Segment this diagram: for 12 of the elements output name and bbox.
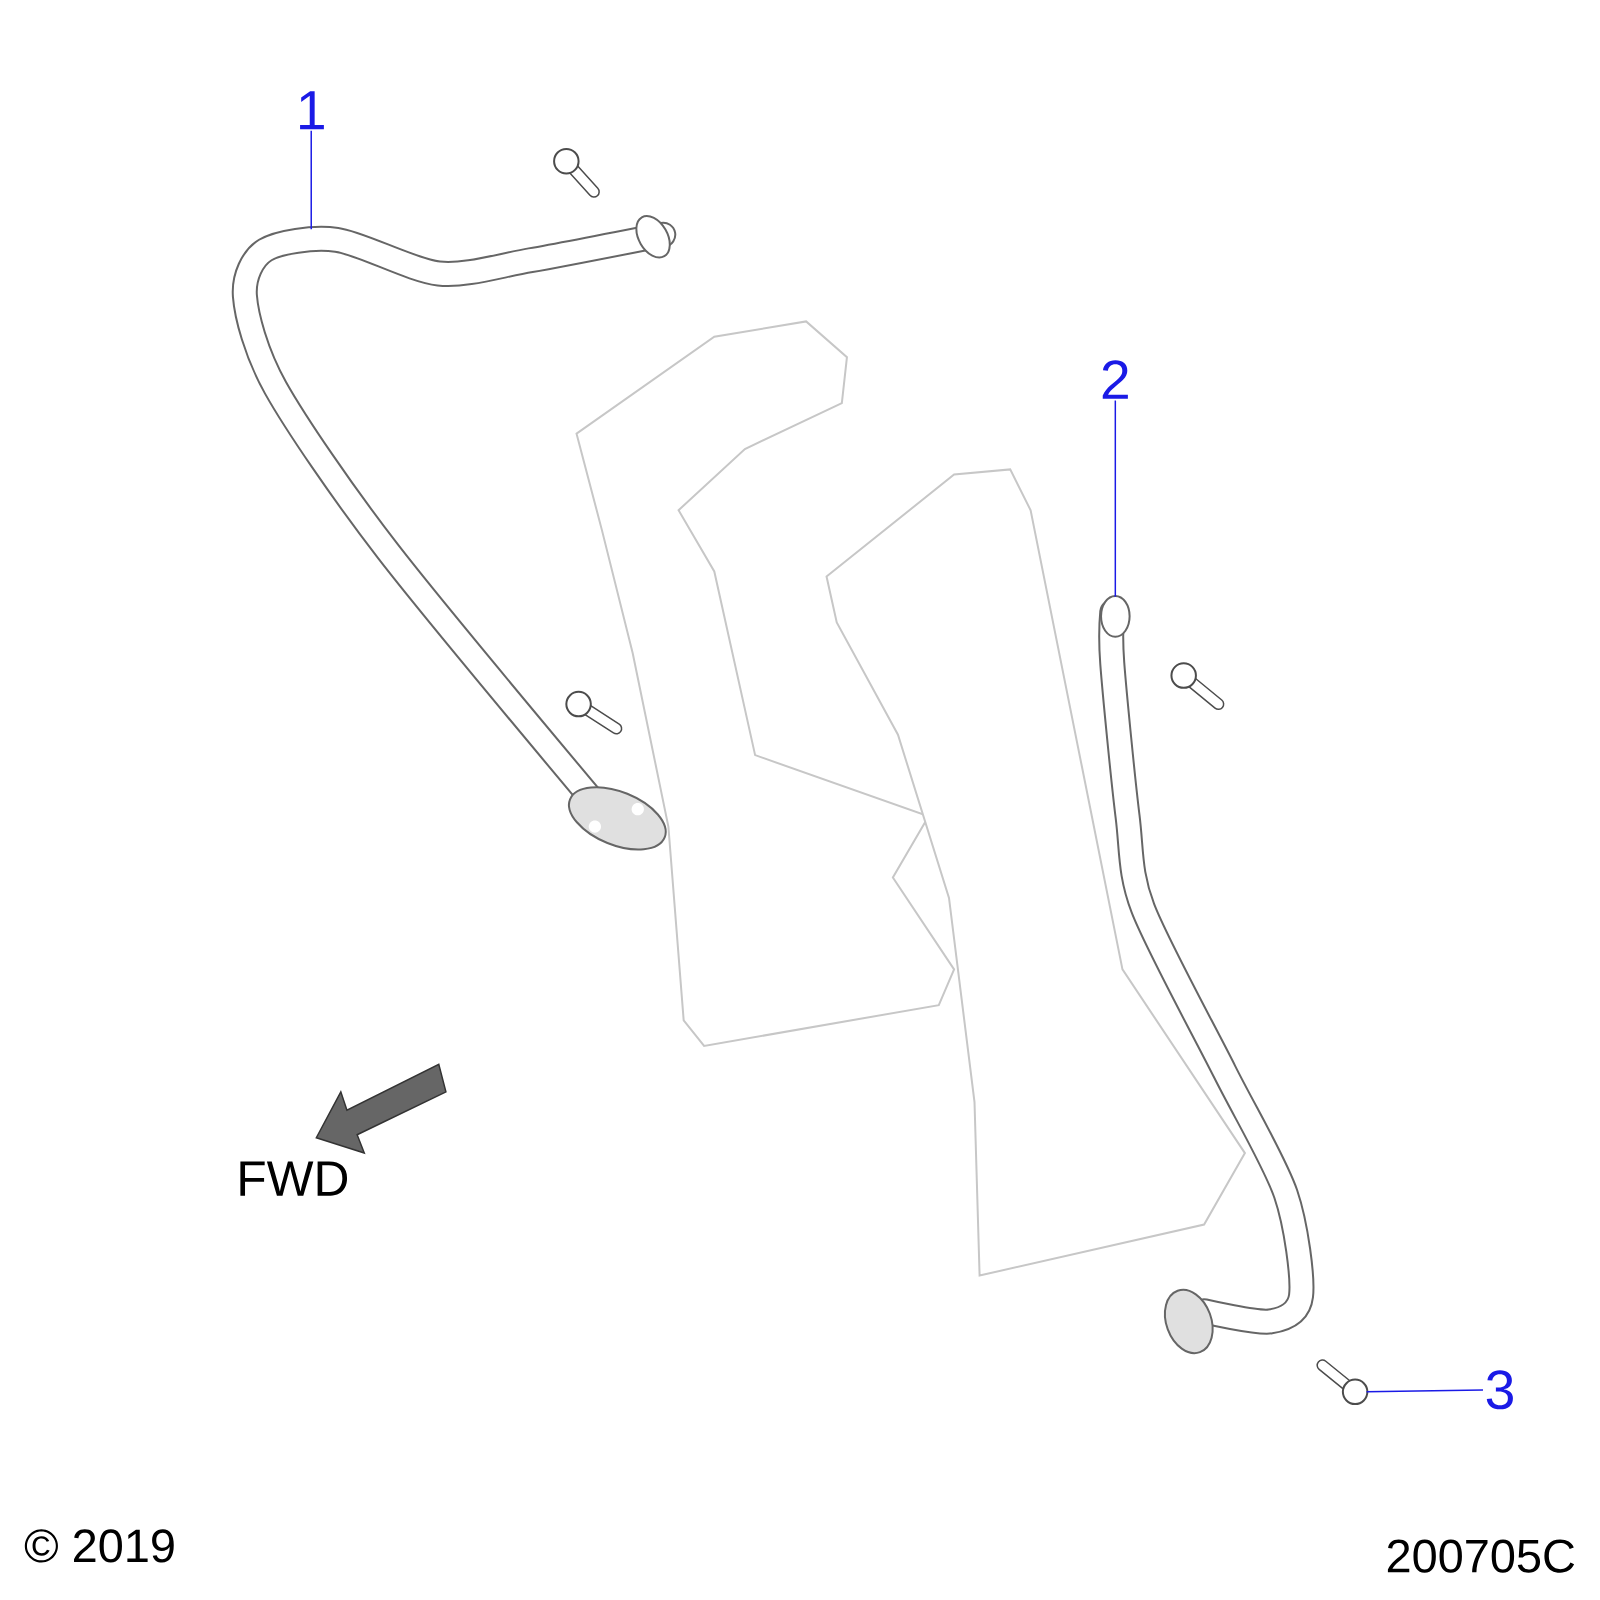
callout-number: 3 — [1486, 1370, 1513, 1410]
copyright-note: © 2019 — [24, 1529, 174, 1563]
tube-drawing — [1098, 594, 1315, 1355]
leader-line — [1365, 1389, 1484, 1393]
bolt-drawing — [1316, 1359, 1369, 1406]
leader-line — [310, 130, 312, 231]
callout-number: 1 — [300, 91, 324, 130]
drawing-number: 200705C — [1387, 1539, 1575, 1573]
leader-line — [1114, 399, 1117, 598]
direction-label: FWD — [240, 1161, 348, 1196]
callout-number: 2 — [1102, 360, 1128, 399]
tube-drawing — [231, 215, 677, 851]
